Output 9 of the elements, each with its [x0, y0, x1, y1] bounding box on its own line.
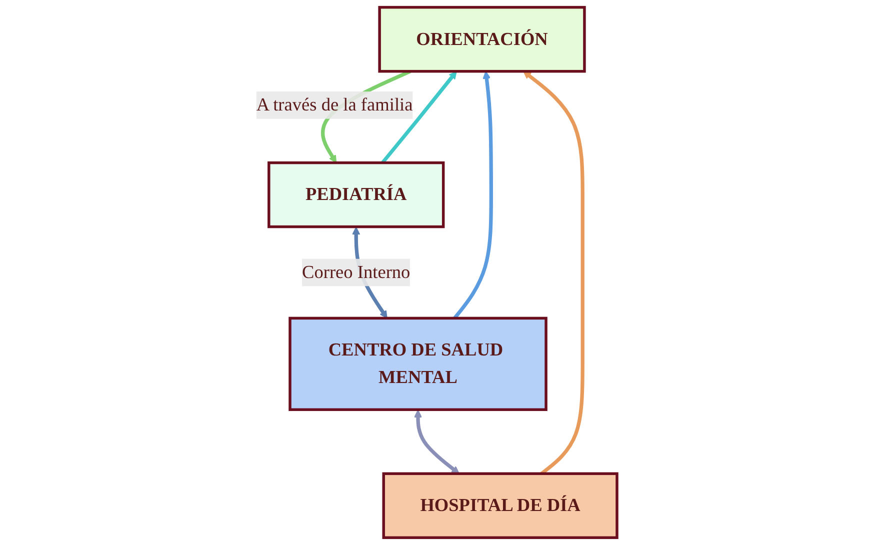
node-box: HOSPITAL DE DÍA: [382, 472, 619, 540]
node-box: CENTRO DE SALUD MENTAL: [288, 316, 548, 412]
arrow: [414, 410, 460, 474]
node-box: PEDIATRÍA: [268, 161, 446, 228]
arrow: [454, 70, 494, 320]
edge-label: Correo Interno: [302, 262, 411, 283]
arrow: [381, 70, 458, 164]
edge-label: A través de la familia: [256, 95, 414, 116]
node-box: ORIENTACIÓN: [378, 6, 586, 73]
